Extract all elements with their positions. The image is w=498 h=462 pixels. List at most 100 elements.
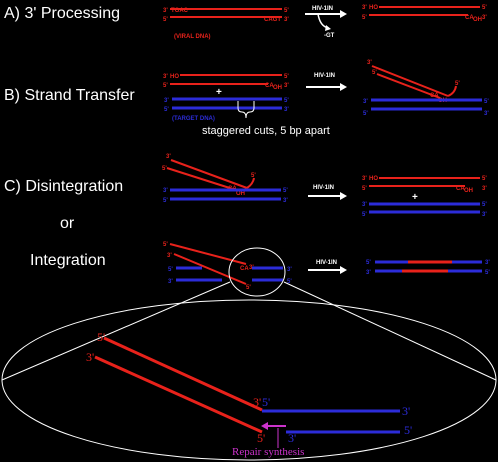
end-label: 5' [251,173,256,179]
end-label: 5' [283,188,288,194]
end-label: 3' [287,267,292,273]
seq-ca: CA [430,93,439,99]
end-label: 5' [366,260,371,266]
panel-strand-transfer: 3' HO 5' 5' CA OH 3' + 3' 5' 5' 3' (TARG… [163,60,489,137]
end-label: 5' [455,81,460,87]
arrow-head [340,266,347,274]
end-label: 3' [288,431,296,445]
end-label: 5' [162,166,167,172]
viral-overhang [447,85,457,97]
end-label: 3' [253,395,261,409]
end-label: 3' [168,279,173,285]
heading-3-processing: A) 3' Processing [4,5,120,22]
end-label: 5' [484,99,489,105]
inserted-viral-bottom-strand [173,253,247,285]
end-label: 5' [163,242,168,248]
end-label: 5' [362,186,367,192]
end-label: 3' [367,60,372,66]
seq-oh: OH [273,85,282,91]
arrow-head [340,83,347,91]
end-label: 5' [97,330,105,344]
end-label: 5' [168,267,173,273]
zoom-viral-top-strand [103,336,263,412]
inserted-viral-top-strand [371,65,449,97]
end-label: 3' [249,265,254,271]
end-label: 3' [484,111,489,117]
end-label: 3' [283,198,288,204]
panel-integration: 5' 3' CA 3' 5' 5' 3' 3' 5' HIV-1IN 5' 3'… [1,242,497,381]
seq-ca: CA [240,266,249,272]
end-label: 3' [166,154,171,160]
enzyme-label: HIV-1IN [312,6,333,12]
seq-oh: OH [473,17,482,23]
end-label: 5' [284,8,289,14]
heading-disintegration: C) Disintegration [4,178,123,195]
end-label: 3' [402,404,410,418]
zoom-viral-bottom-strand [94,355,263,434]
end-label: 3' [164,98,169,104]
end-label: 5' [163,83,168,89]
end-label: 3' [284,107,289,113]
end-label: 3' [482,15,487,21]
inserted-viral-bottom-strand [166,167,237,191]
end-label: 3' [163,74,168,80]
arrow-head [261,422,268,430]
end-label: 5' [262,395,270,409]
seq-ca: CA [465,15,474,21]
zoomed-detail: 5' 3' 3' 5' 3' 5' 5' 3' Repair synthesis [1,299,497,461]
end-label: 3' [482,212,487,218]
end-label: 5' [287,279,292,285]
end-label: 5' [372,70,377,76]
repair-synthesis-label: Repair synthesis [232,446,304,458]
zoom-ellipse [1,299,497,461]
arrow-head [340,10,347,18]
enzyme-label: HIV-1IN [313,185,334,191]
end-label: 3' [485,260,490,266]
seq-ca: CA [456,186,465,192]
end-label: 5' [482,5,487,11]
seq-ho: HO [170,74,179,80]
inserted-viral-bottom-strand [376,73,441,99]
plus-sign: + [412,192,418,203]
end-label: 5' [362,212,367,218]
panel-3-processing: 3' TGAC 5' 5' CAGT 3' (VIRAL DNA) HIV-1I… [163,5,487,40]
target-dna-label: (TARGET DNA) [172,116,215,122]
end-label: 3' [362,176,367,182]
zoom-circle [228,247,286,297]
end-label: 5' [163,17,168,23]
inserted-viral-top-strand [169,243,247,265]
end-label: 5' [404,423,412,437]
seq-ho: HO [369,5,378,11]
end-label: 5' [164,107,169,113]
end-label: 3' [163,188,168,194]
end-label: 5' [362,15,367,21]
heading-integration: Integration [30,252,106,269]
end-label: 5' [284,74,289,80]
end-label: 5' [246,285,251,291]
seq-ho: HO [369,176,378,182]
end-label: 3' [362,5,367,11]
end-label: 3' [86,350,94,364]
end-label: 5' [363,111,368,117]
end-label: 3' [284,83,289,89]
end-label: 5' [257,431,265,445]
end-label: 3' [167,253,172,259]
viral-dna-label: (VIRAL DNA) [174,34,211,40]
end-label: 3' [363,99,368,105]
panel-disintegration: 3' 5' 5' CA OH 3' 5' 5' 3' HIV-1IN 3' HO… [162,154,487,218]
end-label: 5' [284,98,289,104]
end-label: 3' [482,186,487,192]
arrow-head [325,25,331,31]
seq-tgac: TGAC [171,8,189,14]
seq-ca: CA [265,83,274,89]
end-label: 5' [163,198,168,204]
end-label: 5' [485,270,490,276]
end-label: 5' [482,176,487,182]
heading-or: or [60,215,75,232]
end-label: 3' [163,8,168,14]
plus-sign: + [216,87,222,98]
staggered-cuts-note: staggered cuts, 5 bp apart [202,125,330,137]
seq-oh: OH [236,191,245,197]
enzyme-label: HIV-1IN [316,260,337,266]
